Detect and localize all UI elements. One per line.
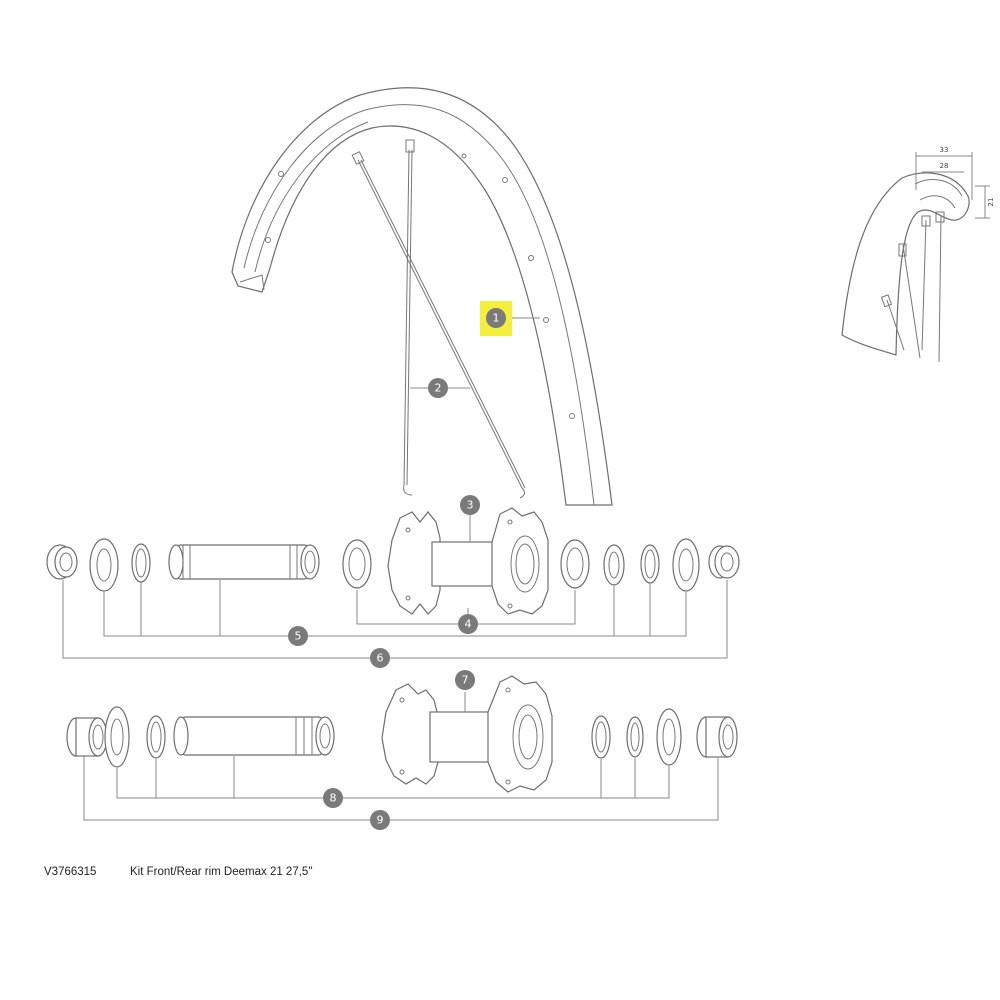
callout-1: 1 xyxy=(486,308,506,328)
rear-end-cap-right xyxy=(696,716,738,758)
front-end-cap-right xyxy=(708,545,740,579)
front-clip-left xyxy=(131,543,151,583)
part-description: Kit Front/Rear rim Deemax 21 27,5'' xyxy=(130,866,313,878)
svg-text:4: 4 xyxy=(465,618,472,631)
rim-segment xyxy=(231,87,613,506)
rim-spoke-holes xyxy=(265,153,575,419)
front-hub-body xyxy=(387,507,549,615)
spokes xyxy=(351,139,526,499)
front-washer-right-2 xyxy=(672,538,700,592)
callout-4: 4 xyxy=(458,614,478,634)
rear-hub-body xyxy=(381,675,553,793)
svg-text:6: 6 xyxy=(377,652,384,665)
rear-washer-left xyxy=(104,706,130,768)
callout-7: 7 xyxy=(455,670,475,690)
dim-inner-width: 28 xyxy=(940,162,949,170)
callout-6: 6 xyxy=(370,648,390,668)
rear-hub-assembly xyxy=(66,675,738,793)
leader-lines xyxy=(62,317,728,821)
callout-8: 8 xyxy=(323,788,343,808)
front-washer-right-1 xyxy=(603,544,625,586)
rear-clip-right xyxy=(626,716,644,758)
rear-washer-right-1 xyxy=(591,715,611,759)
svg-text:8: 8 xyxy=(330,792,337,805)
front-end-cap-left xyxy=(46,544,78,580)
rear-clip-left xyxy=(146,715,166,759)
callout-5: 5 xyxy=(288,626,308,646)
svg-text:3: 3 xyxy=(467,499,474,512)
dim-outer-width: 33 xyxy=(940,146,949,154)
svg-text:1: 1 xyxy=(493,312,500,325)
front-clip-right xyxy=(640,544,660,584)
svg-text:7: 7 xyxy=(462,674,469,687)
rear-washer-right-2 xyxy=(656,708,682,766)
front-washer-left xyxy=(89,538,119,592)
front-hub-assembly xyxy=(46,507,740,615)
rear-end-cap-left xyxy=(66,717,108,757)
front-axle xyxy=(168,544,320,580)
dim-height: 21 xyxy=(987,198,995,207)
svg-text:2: 2 xyxy=(435,382,442,395)
callout-3: 3 xyxy=(460,495,480,515)
front-bearing-right xyxy=(560,539,590,589)
rim-profile-detail: 33 28 21 xyxy=(841,146,995,363)
svg-text:5: 5 xyxy=(295,630,302,643)
callout-9: 9 xyxy=(370,810,390,830)
rear-axle xyxy=(173,716,335,756)
svg-text:9: 9 xyxy=(377,814,384,827)
part-code: V3766315 xyxy=(44,866,97,878)
callout-2: 2 xyxy=(428,378,448,398)
front-bearing-left xyxy=(342,539,372,589)
